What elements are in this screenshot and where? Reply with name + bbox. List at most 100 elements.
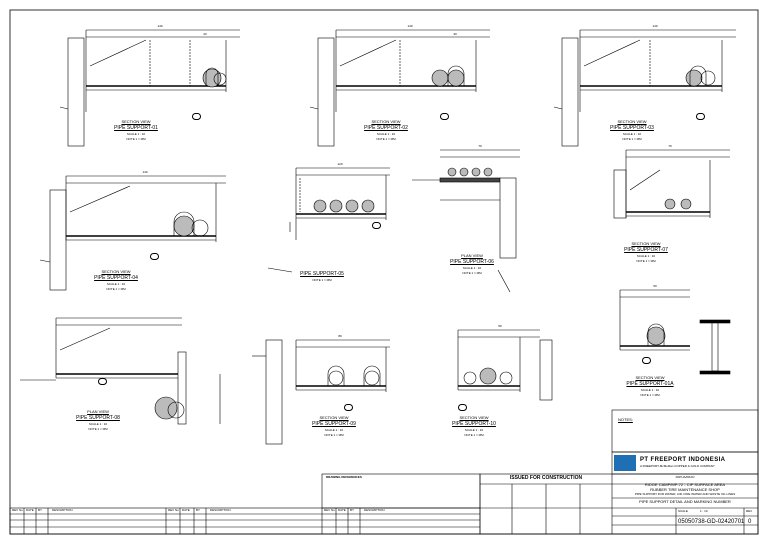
marking-tag: [344, 404, 354, 411]
view-scale: SCALE 1 : 10: [126, 132, 146, 136]
rev-col-header: DESCRIPTION: [52, 508, 73, 512]
dim-label: 140: [142, 170, 148, 174]
view-scale: SCALE 1 : 10: [622, 132, 642, 136]
marking-tag: [642, 357, 652, 364]
view-title: SECTION VIEW: [121, 119, 151, 124]
view-title: SECTION VIEW: [459, 415, 489, 420]
rev-col-header: REV No: [324, 508, 335, 512]
view-scale: SCALE 1 : 10: [462, 266, 482, 270]
view-title: SECTION VIEW: [635, 375, 665, 380]
view-note: NOTE 1 = MM: [106, 287, 126, 291]
view-title: SECTION VIEW: [371, 119, 401, 124]
rev-col-header: BY: [196, 508, 201, 512]
ps-01a-detail: [619, 289, 731, 375]
ps-09-detail: [252, 339, 390, 445]
rev-col-header: DATE: [26, 508, 34, 512]
view-note: NOTE 1 = MM: [640, 393, 660, 397]
view-name: PIPE SUPPORT-01A: [626, 381, 674, 387]
view-name: PIPE SUPPORT-05: [300, 271, 344, 277]
ps-03-detail: [553, 29, 736, 147]
dim-label: 70: [668, 144, 672, 148]
view-title: SECTION VIEW: [617, 119, 647, 124]
marking-tag: [696, 113, 706, 120]
marking-tag: [192, 113, 202, 120]
ps-07-detail: [613, 149, 730, 219]
view-name: PIPE SUPPORT-07: [624, 247, 668, 253]
marking-tag: [150, 253, 160, 260]
dim-label: 50: [653, 284, 657, 288]
drawing-number: 05050738-GD-02420701: [678, 519, 745, 525]
drawing-title-line: PIPE SUPPORT DETAIL AND MARKING NUMBER: [639, 499, 731, 504]
view-note: NOTE 1 = MM: [376, 137, 396, 141]
view-name: PIPE SUPPORT-10: [452, 421, 496, 427]
notes-heading: NOTES:: [618, 417, 633, 422]
dim-label: 140: [407, 24, 413, 28]
rev-col-header: DATE: [182, 508, 190, 512]
drawing-title-line: RIDGE CAMP/MP-72 - CIP SURFACE AREA: [644, 482, 726, 487]
ps-10-detail: [457, 329, 553, 401]
view-note: NOTE 1 = MM: [312, 278, 332, 282]
marking-tag: [458, 404, 468, 411]
view-note: NOTE 1 = MM: [88, 427, 108, 431]
dim-label: 70: [478, 144, 482, 148]
dim-label: 140: [157, 24, 163, 28]
view-note: NOTE 1 = MM: [126, 137, 146, 141]
rev-col-header: REV No: [168, 508, 179, 512]
view-name: PIPE SUPPORT-09: [312, 421, 356, 427]
view-name: PIPE SUPPORT-06: [450, 259, 494, 265]
rev-col-header: BY: [38, 508, 43, 512]
view-note: NOTE 1 = MM: [464, 433, 484, 437]
view-name: PIPE SUPPORT-01: [114, 125, 158, 131]
ps-04-detail: [39, 175, 226, 291]
marking-tag: [440, 113, 450, 120]
view-note: NOTE 1 = MM: [324, 433, 344, 437]
view-scale: SCALE 1 : 10: [324, 428, 344, 432]
view-title: SECTION VIEW: [101, 269, 131, 274]
view-scale: SCALE 1 : 10: [376, 132, 396, 136]
company-sub: A FREEPORT-McMoRan COPPER & GOLD COMPANY: [640, 464, 715, 468]
rev-col-header: BY: [350, 508, 355, 512]
view-name: PIPE SUPPORT-03: [610, 125, 654, 131]
drawing-refs-heading: DRAWING REFERENCES: [326, 475, 362, 479]
ps-01-detail: [59, 29, 240, 147]
ps-02-detail: [309, 29, 490, 147]
drawing-title-line: PIPE SUPPORT FOR WATER, AIR, FIRE WATER …: [634, 492, 736, 496]
drawing-title-line: RUBBER TIRE MAINTENANCE SHOP: [650, 487, 720, 492]
ps-05-detail: [267, 167, 390, 273]
dim-label: 30: [453, 32, 457, 36]
ps-08-detail: [20, 317, 221, 425]
view-note: NOTE 1 = MM: [622, 137, 642, 141]
company-name: PT FREEPORT INDONESIA: [640, 457, 726, 463]
view-scale: SCALE 1 : 10: [106, 282, 126, 286]
view-title: SECTION VIEW: [631, 241, 661, 246]
rev-label: REV: [746, 509, 753, 513]
dim-label: 120: [337, 162, 343, 166]
marking-tag: [98, 378, 108, 385]
view-name: PIPE SUPPORT-04: [94, 275, 138, 281]
view-scale: SCALE 1 : 10: [640, 388, 660, 392]
marking-tag: [372, 222, 382, 229]
ps-06-detail: [412, 149, 520, 293]
rev-col-header: REV No: [12, 508, 23, 512]
dim-label: 140: [652, 24, 658, 28]
revision-number: 0: [748, 519, 752, 525]
view-title: PLAN VIEW: [461, 253, 483, 258]
view-scale: SCALE 1 : 10: [464, 428, 484, 432]
issue-banner: ISSUED FOR CONSTRUCTION: [509, 475, 583, 481]
scale-value: 1 : 10: [700, 509, 708, 513]
rev-col-header: DATE: [338, 508, 346, 512]
view-scale: SCALE 1 : 10: [88, 422, 108, 426]
view-name: PIPE SUPPORT-08: [76, 415, 120, 421]
dim-label: 50: [498, 324, 502, 328]
view-name: PIPE SUPPORT-02: [364, 125, 408, 131]
rev-col-header: DESCRIPTION: [210, 508, 231, 512]
scale-label: SCALE: [678, 509, 688, 513]
rev-col-header: DESCRIPTION: [364, 508, 385, 512]
dim-label: 80: [338, 334, 342, 338]
view-title: SECTION VIEW: [319, 415, 349, 420]
view-note: NOTE 1 = MM: [636, 259, 656, 263]
project-label: PAPUA/IRIAN: [675, 475, 695, 479]
view-scale: SCALE 1 : 10: [636, 254, 656, 258]
